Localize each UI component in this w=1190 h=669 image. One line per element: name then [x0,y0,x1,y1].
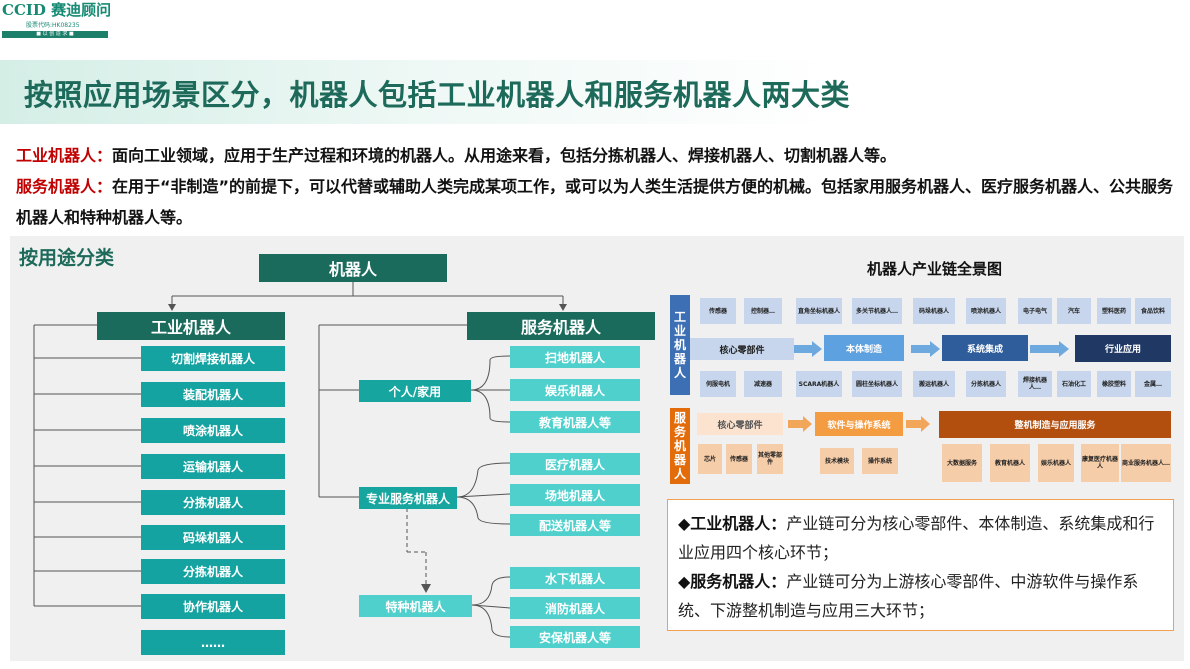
classification-title: 按用途分类 [19,247,115,269]
industrial-item: 喷涂机器人 [141,418,285,443]
service-robot-node: 服务机器人 [467,312,655,340]
chain-chip: 技术模块 [820,448,854,474]
chain-title: 机器人产业链全景图 [867,260,1003,278]
service-leaf-item: 配送机器人等 [510,514,640,536]
chain-chip: 伺服电机 [700,371,736,397]
chain-chip: 康复医疗机器人 [1081,444,1119,482]
side-char: 服 [673,411,686,425]
intro-text: 工业机器人：面向工业领域，应用于生产过程和环境的机器人。从用途来看，包括分拣机器… [16,140,1176,233]
logo-text: CCID 赛迪顾问 [2,1,112,19]
industrial-item: 运输机器人 [141,454,285,479]
chain-chip: 塑料医药 [1097,298,1131,324]
ind-step-core-parts: 核心零部件 [690,338,794,360]
note-service: ◆服务机器人：产业链可分为上游核心零部件、中游软件与操作系统、下游整机制造与应用… [678,567,1163,625]
industrial-keyword: 工业机器人： [16,146,113,165]
industrial-item: 分拣机器人 [141,490,285,515]
side-char: 机 [673,439,686,453]
industrial-definition: 面向工业领域，应用于生产过程和环境的机器人。从用途来看，包括分拣机器人、焊接机器… [112,146,897,165]
chain-chip: 圆柱坐标机器人 [852,371,902,397]
chain-chip: 其他零部件 [757,444,783,474]
chain-chip: 操作系统 [862,448,898,474]
service-leaf-item: 医疗机器人 [510,453,640,475]
intro-service: 服务机器人：在用于“非制造”的前提下，可以代替或辅助人类完成某项工作，或可以为人… [16,171,1176,233]
logo-slogan: ■ 以 创 造 求 ■ [2,31,108,38]
service-definition: 在用于“非制造”的前提下，可以代替或辅助人类完成某项工作，或可以为人类生活提供方… [16,177,1174,227]
page-title: 按照应用场景区分，机器人包括工业机器人和服务机器人两大类 [24,78,851,112]
chain-chip: 分拣机器人 [966,371,1006,397]
ind-step-integration: 系统集成 [942,335,1028,361]
robot-root-node: 机器人 [259,254,447,282]
chain-chip: 多关节机器人… [852,298,902,324]
service-leaf-item: 水下机器人 [510,567,640,589]
chain-chip: 石油化工 [1057,371,1091,397]
side-char: 工 [673,310,686,324]
service-leaf-item: 消防机器人 [510,597,640,619]
note-service-keyword: ◆服务机器人： [678,572,787,591]
chain-chip: 教育机器人 [990,444,1030,482]
side-char: 器 [673,453,686,467]
note-industrial-text: 产业链可分为核心零部件、本体制造、系统集成和行业应用四个核心环节； [678,514,1155,562]
industrial-robot-node: 工业机器人 [97,312,285,340]
chain-chip: 搬运机器人 [913,371,955,397]
service-keyword: 服务机器人： [16,177,113,196]
chain-chip: 焊接机器人… [1018,371,1052,397]
chain-chip: 直角坐标机器人 [796,298,842,324]
chain-industrial-label: 工业机器人 [670,295,690,395]
industrial-item: 协作机器人 [141,594,285,619]
chain-chip: 汽车 [1057,298,1091,324]
industrial-item: …… [141,630,285,655]
side-char: 机 [673,338,686,352]
service-leaf-item: 场地机器人 [510,484,640,506]
intro-industrial: 工业机器人：面向工业领域，应用于生产过程和环境的机器人。从用途来看，包括分拣机器… [16,140,1176,171]
side-char: 器 [673,352,686,366]
svc-step-core-parts: 核心零部件 [697,413,783,435]
chain-chip: 食品饮料 [1135,298,1171,324]
industrial-item: 切割焊接机器人 [141,346,285,371]
note-service-text: 产业链可分为上游核心零部件、中游软件与操作系统、下游整机制造与应用三大环节； [678,572,1139,620]
chain-chip: 控制器… [744,298,782,324]
service-leaf-item: 教育机器人等 [510,411,640,433]
note-industrial-keyword: ◆工业机器人： [678,514,787,533]
svc-step-software: 软件与操作系统 [815,412,903,436]
industrial-item: 装配机器人 [141,382,285,407]
side-char: 业 [673,324,686,338]
chain-chip: 传感器 [726,444,752,474]
ind-step-application: 行业应用 [1075,335,1171,362]
service-leaf-item: 扫地机器人 [510,346,640,368]
chain-chip: SCARA机器人 [796,371,842,397]
chain-chip: 传感器 [700,298,736,324]
chain-service-label: 服务机器人 [670,408,690,484]
note-industrial: ◆工业机器人：产业链可分为核心零部件、本体制造、系统集成和行业应用四个核心环节； [678,509,1163,567]
chain-notes: ◆工业机器人：产业链可分为核心零部件、本体制造、系统集成和行业应用四个核心环节；… [667,499,1174,631]
side-char: 人 [673,467,686,481]
chain-chip: 码垛机器人 [913,298,955,324]
chain-chip: 金属… [1135,371,1171,397]
chain-chip: 橡胶塑料 [1097,371,1131,397]
stock-code: 股票代码:HK08235 [26,22,80,29]
chain-chip: 娱乐机器人 [1038,444,1074,482]
svc-step-manufacturing: 整机制造与应用服务 [939,411,1171,438]
special-robot-node: 特种机器人 [359,595,472,617]
industrial-item: 分拣机器人 [141,559,285,584]
professional-service-node: 专业服务机器人 [359,487,457,509]
personal-home-node: 个人/家用 [359,380,471,402]
chain-chip: 电子电气 [1018,298,1052,324]
side-char: 人 [673,366,686,380]
service-leaf-item: 安保机器人等 [510,626,640,648]
chain-chip: 减速器 [744,371,782,397]
chain-chip: 芯片 [698,444,722,474]
chain-chip: 喷涂机器人 [966,298,1006,324]
logo: CCID 赛迪顾问 股票代码:HK08235 ■ 以 创 造 求 ■ [2,1,112,40]
service-leaf-item: 娱乐机器人 [510,379,640,401]
title-band [0,60,1190,124]
chain-chip: 商业服务机器人… [1121,444,1171,482]
chain-chip: 大数据服务 [942,444,982,482]
industrial-item: 码垛机器人 [141,525,285,550]
side-char: 务 [673,425,686,439]
ind-step-body-mfg: 本体制造 [824,335,904,361]
